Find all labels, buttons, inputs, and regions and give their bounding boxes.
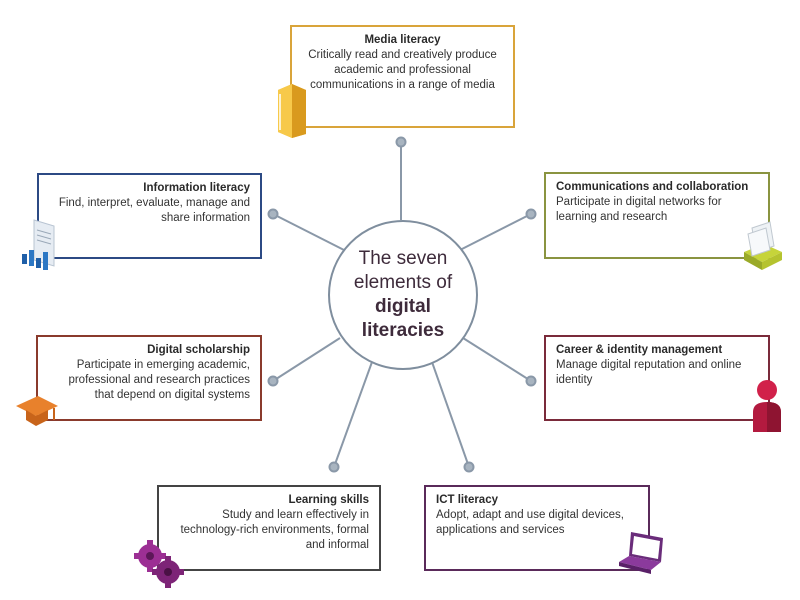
hub-line-3: digital [375,296,431,317]
connector-dot-media [395,136,407,148]
ict-literacy-description: Adopt, adapt and use digital devices, ap… [436,509,624,536]
connector-communications [459,213,532,251]
communications-description: Participate in digital networks for lear… [556,196,722,223]
inbox-tray-icon [744,221,782,270]
learning-skills-description: Study and learn effectively in technolog… [180,509,369,551]
digital-scholarship-description: Participate in emerging academic, profes… [68,359,250,401]
hub-line-2: elements of [353,272,453,293]
learning-skills-title: Learning skills [288,494,369,506]
laptop-icon [619,532,663,574]
card-career-identity: Career & identity management Manage digi… [544,335,770,421]
connector-dot-information [267,208,279,220]
hub-line-4: literacies [361,320,445,341]
connector-dot-learning [328,461,340,473]
card-learning-skills: Learning skills Study and learn effectiv… [157,485,381,571]
gears-icon [134,540,184,588]
digital-scholarship-title: Digital scholarship [147,344,250,356]
card-ict-literacy: ICT literacy Adopt, adapt and use digita… [424,485,650,571]
document-chart-icon [22,219,55,270]
central-hub: The seven elements of digital literacies [328,220,478,370]
connector-learning [333,361,373,468]
book-icon [278,84,306,138]
connector-career [462,337,532,382]
connector-ict [431,361,470,468]
connector-dot-scholarship [267,375,279,387]
card-media-literacy: Media literacy Critically read and creat… [290,25,515,128]
career-title: Career & identity management [556,344,723,356]
media-literacy-title: Media literacy [364,34,441,46]
card-digital-scholarship: Digital scholarship Participate in emerg… [36,335,262,421]
connector-scholarship [272,337,341,382]
connector-dot-communications [525,208,537,220]
information-literacy-description: Find, interpret, evaluate, manage and sh… [58,197,250,224]
connector-information [272,213,345,251]
connector-dot-career [525,375,537,387]
career-description: Manage digital reputation and online ide… [556,359,742,386]
graduation-cap-icon [16,396,58,426]
connector-dot-ict [463,461,475,473]
card-communications-collaboration: Communications and collaboration Partici… [544,172,770,259]
card-information-literacy: Information literacy Find, interpret, ev… [37,173,262,259]
media-literacy-description: Critically read and creatively produce a… [308,49,497,91]
ict-literacy-title: ICT literacy [436,494,498,506]
hub-line-1: The seven [358,248,448,269]
person-icon [753,380,781,432]
information-literacy-title: Information literacy [143,182,250,194]
communications-title: Communications and collaboration [556,181,749,193]
